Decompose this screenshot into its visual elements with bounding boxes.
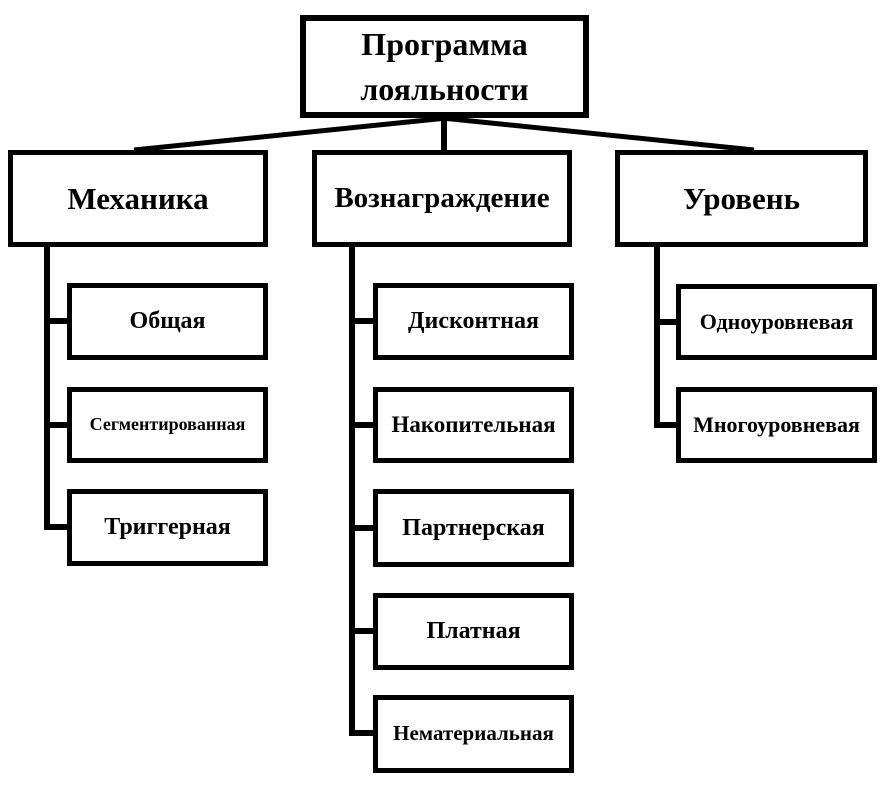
node-label: Триггерная [104, 514, 231, 541]
node-label: Общая [129, 308, 206, 335]
node-label: Нематериальная [393, 721, 554, 746]
node-label: Вознаграждение [334, 182, 550, 214]
node-label: Механика [67, 180, 209, 216]
node-general: Общая [67, 283, 268, 360]
node-single-level: Одноуровневая [676, 284, 877, 360]
node-label: Партнерская [402, 514, 545, 541]
node-label: Дисконтная [408, 308, 539, 335]
node-label: Программа лояльности [360, 26, 529, 107]
node-multi-level: Многоуровневая [676, 387, 877, 463]
node-discount: Дисконтная [373, 283, 574, 360]
node-segmented: Сегментированная [67, 387, 268, 463]
node-label: Сегментированная [89, 414, 246, 435]
node-triggered: Триггерная [67, 489, 268, 566]
node-label: Многоуровневая [693, 411, 860, 437]
node-mechanics: Механика [8, 150, 268, 247]
node-loyalty-program: Программа лояльности [300, 15, 589, 118]
node-accumulative: Накопительная [373, 387, 574, 463]
node-nonmaterial: Нематериальная [373, 695, 574, 773]
node-label: Уровень [683, 180, 800, 216]
node-reward: Вознаграждение [312, 150, 572, 247]
node-label: Одноуровневая [699, 308, 854, 334]
node-label: Платная [426, 618, 521, 645]
node-level: Уровень [615, 150, 868, 247]
node-partner: Партнерская [373, 489, 574, 567]
node-label: Накопительная [391, 412, 556, 438]
node-paid: Платная [373, 593, 574, 670]
